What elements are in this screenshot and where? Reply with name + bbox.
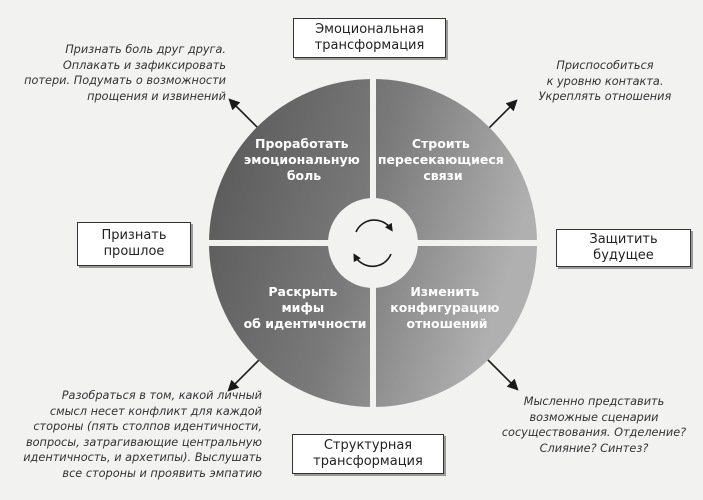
center-hub — [328, 198, 418, 288]
arrow-bottom-left — [227, 356, 263, 392]
quadrant-bottom-right: Изменить конфигурацию отношений — [390, 284, 503, 331]
quadrant-bottom-left: Раскрыть мифы об идентичности — [244, 284, 367, 331]
note-top-left: Признать боль друг друга.Оплакать и зафи… — [24, 43, 226, 103]
quadrant-top-left: Проработать эмоциональную боль — [244, 136, 364, 183]
quadrant-top-right: Строить пересекающиеся связи — [378, 136, 508, 183]
arrow-bottom-right — [484, 356, 519, 391]
cycle-arrows-icon — [353, 219, 393, 268]
arrow-top-left — [228, 98, 263, 133]
arrow-top-right — [484, 99, 518, 133]
